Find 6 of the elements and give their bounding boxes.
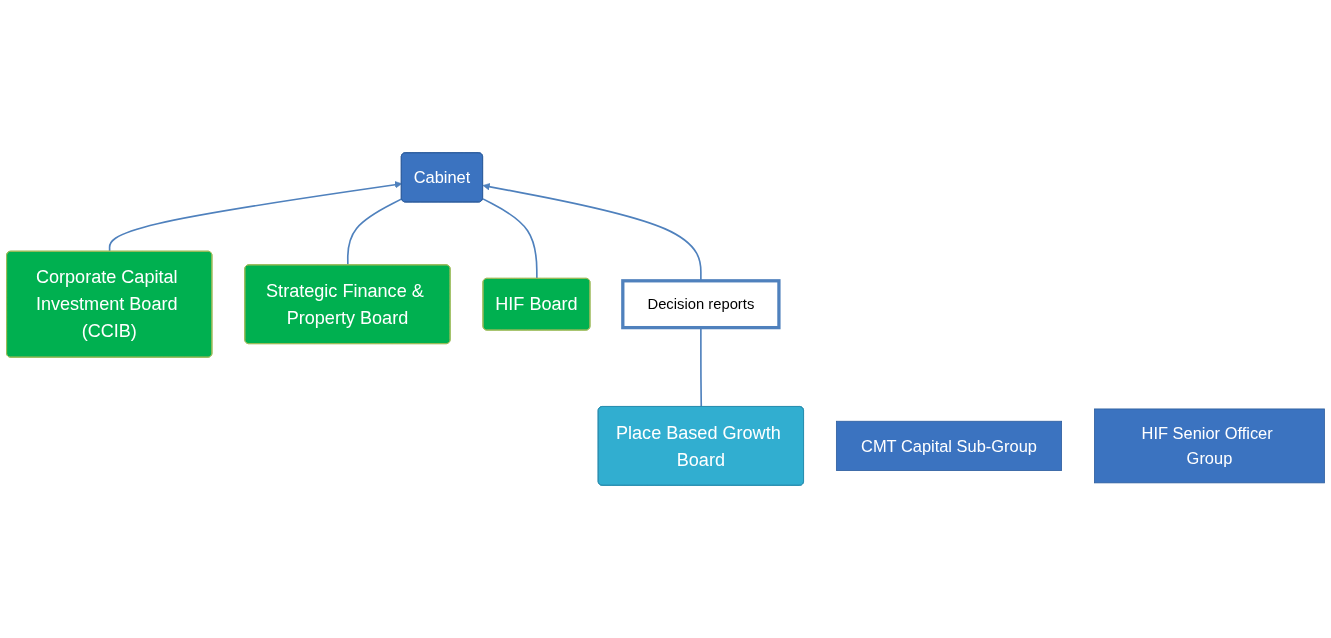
connector <box>346 198 403 266</box>
node-box: Decision reports <box>621 279 781 330</box>
node-box: CMT Capital Sub-Group <box>836 420 1062 471</box>
arrow <box>108 181 403 253</box>
node-box: HIF Senior Officer Group <box>1094 408 1325 484</box>
connector <box>482 198 538 280</box>
